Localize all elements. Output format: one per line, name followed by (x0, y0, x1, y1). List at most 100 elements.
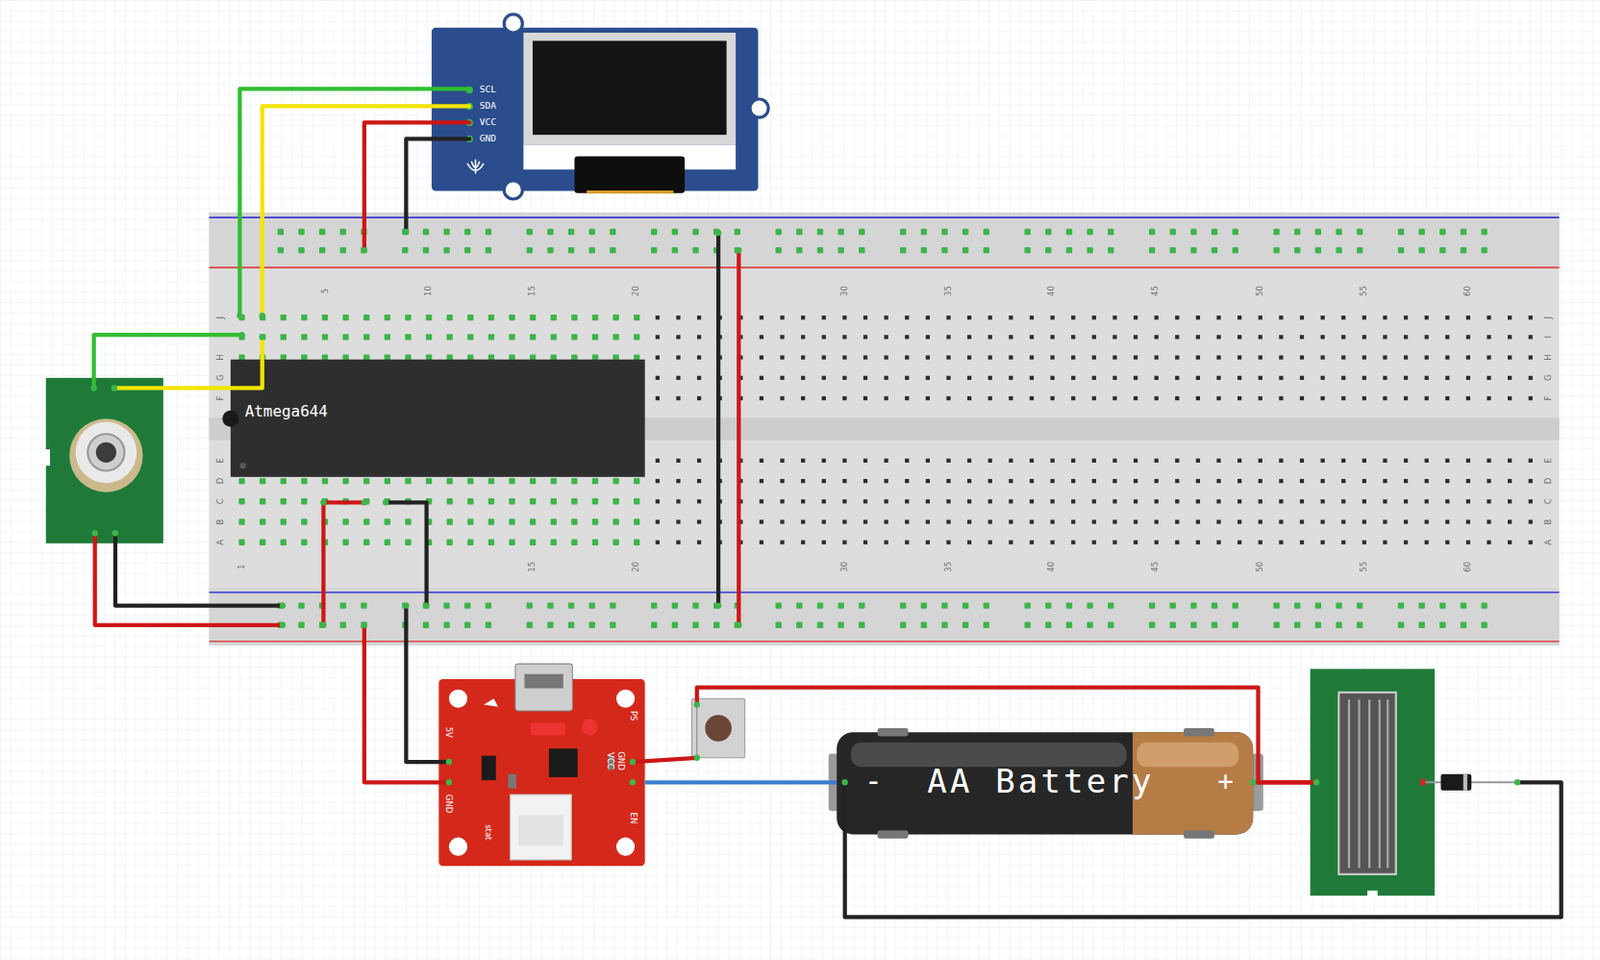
hole (863, 499, 868, 503)
hole (1486, 478, 1491, 483)
hole (775, 622, 782, 628)
push-button (704, 714, 732, 742)
wire-end (112, 529, 119, 536)
hole (1008, 315, 1013, 320)
hole (1300, 458, 1304, 463)
hole (1486, 354, 1491, 359)
hole (1439, 247, 1446, 253)
hole (1086, 601, 1093, 608)
hole (800, 519, 805, 524)
wire-end (402, 601, 409, 608)
hole (612, 518, 619, 525)
hole (1216, 396, 1221, 400)
hole (1362, 499, 1367, 503)
column-number: 20 (632, 285, 641, 297)
hole (467, 518, 474, 525)
hole (1425, 396, 1429, 400)
column-number: 50 (1255, 561, 1264, 573)
hole (568, 247, 575, 253)
charger-board (524, 674, 563, 689)
hole (941, 247, 948, 253)
solar-panel (1310, 668, 1435, 899)
hole (298, 622, 304, 628)
hole (1320, 375, 1325, 380)
hole (529, 477, 536, 484)
hole (904, 499, 909, 503)
hole (1066, 228, 1073, 235)
hole (485, 247, 492, 253)
battery-body (877, 727, 909, 736)
hole (571, 518, 577, 525)
wire-end (423, 601, 429, 608)
wire-end (735, 247, 742, 253)
wires (115, 532, 283, 605)
hole (655, 375, 660, 380)
hole (759, 315, 764, 320)
hole (713, 622, 720, 628)
hole (1403, 396, 1408, 400)
push-button (692, 698, 746, 758)
wires (716, 232, 721, 606)
wires (736, 250, 741, 625)
hole (1008, 354, 1013, 359)
hole (1356, 228, 1363, 235)
hole (612, 333, 619, 340)
hole (1092, 458, 1097, 463)
hole (446, 518, 452, 525)
hole (1439, 228, 1446, 235)
hole (779, 499, 784, 503)
hole (863, 478, 868, 483)
column-number: 55 (1360, 561, 1369, 573)
hole (655, 499, 660, 503)
hole (1278, 315, 1283, 320)
hole (1335, 601, 1342, 608)
hole (446, 477, 452, 484)
hole (485, 601, 492, 608)
hole (568, 622, 575, 628)
hole (759, 396, 764, 400)
hole (796, 247, 802, 253)
hole (779, 540, 784, 545)
wire-end (842, 778, 849, 785)
hole (1071, 519, 1075, 524)
hole (779, 334, 784, 339)
hole (884, 540, 889, 545)
hole (280, 477, 287, 484)
hole (589, 228, 596, 235)
hole (1382, 499, 1387, 503)
hole (675, 519, 680, 524)
hole (1362, 334, 1367, 339)
hole (1175, 396, 1179, 400)
hole (1029, 375, 1034, 380)
battery-body (850, 742, 1127, 767)
row-letter: J (217, 316, 225, 320)
breadboard (209, 266, 1560, 269)
wire-end (1514, 778, 1521, 785)
hole (1273, 228, 1279, 235)
hole (1466, 519, 1471, 524)
hole (672, 247, 678, 253)
row-letter: D (1545, 477, 1553, 485)
hole (1107, 622, 1114, 628)
hole (550, 498, 557, 504)
hole (1237, 478, 1242, 483)
hole (697, 540, 701, 545)
hole (1398, 247, 1404, 253)
hole (1528, 396, 1533, 400)
hole (842, 540, 847, 545)
hole (259, 498, 266, 504)
hole (1196, 519, 1200, 524)
solar-panel (1367, 890, 1378, 899)
hole (1154, 519, 1159, 524)
hole (946, 458, 950, 463)
hole (1486, 499, 1491, 503)
hole (1086, 228, 1093, 235)
hole (822, 396, 826, 400)
hole (1315, 601, 1322, 608)
hole (550, 518, 557, 525)
row-letter: J (1545, 316, 1553, 320)
hole (1460, 601, 1467, 608)
hole (672, 601, 678, 608)
hole (547, 228, 553, 235)
